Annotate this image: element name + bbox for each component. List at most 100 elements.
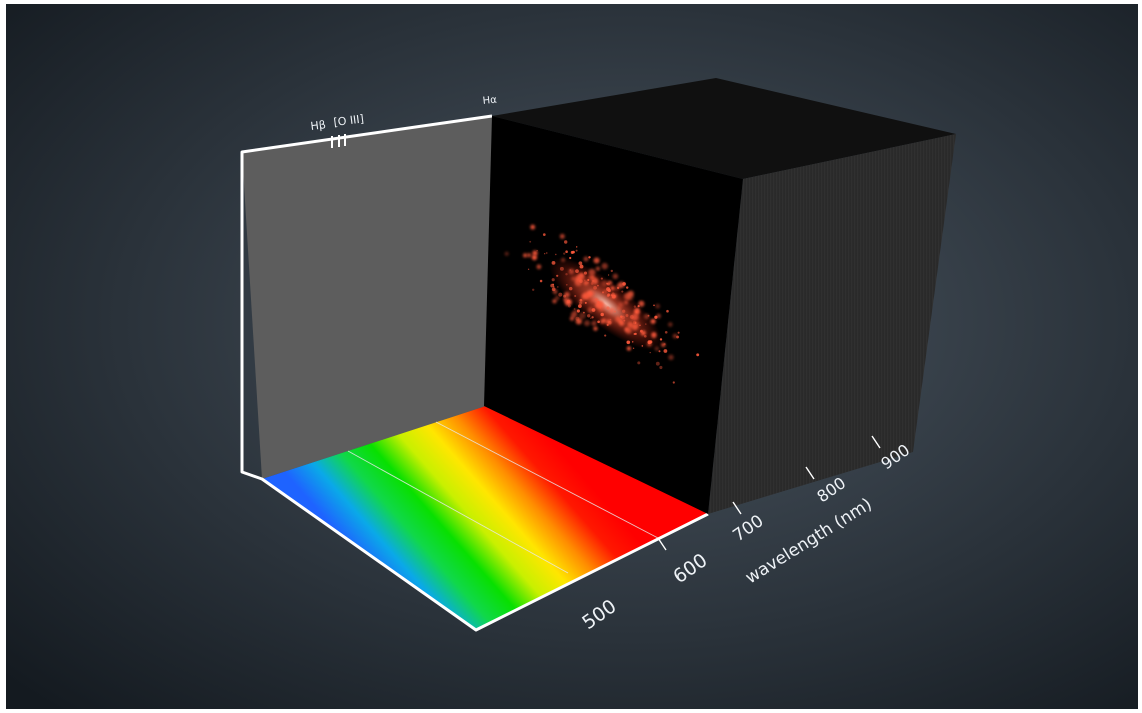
panel-frame [240, 114, 709, 632]
galaxy-knot [569, 256, 572, 260]
galaxy-knot [536, 250, 538, 252]
galaxy-knot [527, 268, 530, 270]
galaxy-knot [588, 268, 596, 276]
galaxy-knot [626, 346, 632, 351]
cube-side-face [708, 134, 956, 514]
galaxy-knot [589, 317, 592, 320]
galaxy-knot [587, 307, 594, 313]
galaxy-knot [530, 224, 536, 230]
galaxy-knot [649, 351, 651, 354]
galaxy-knot [590, 274, 595, 280]
galaxy-knot [606, 306, 610, 310]
galaxy-knot [626, 292, 634, 301]
galaxy-knot [576, 246, 578, 248]
galaxy-knot [593, 285, 597, 290]
galaxy-knot [619, 320, 625, 326]
galaxy-knot [536, 264, 542, 270]
galaxy-knot [569, 316, 575, 321]
galaxy-knot [634, 321, 640, 327]
galaxy-knot [565, 272, 568, 276]
galaxy-knot [588, 256, 591, 259]
galaxy-knot [643, 334, 647, 338]
galaxy-knot [559, 233, 565, 239]
galaxy-knot [573, 308, 578, 314]
galaxy-image [504, 224, 700, 384]
back-panel [242, 116, 492, 479]
galaxy-knot [558, 292, 563, 297]
galaxy-knot [656, 313, 661, 319]
galaxy-knot [624, 327, 629, 332]
galaxy-knot [661, 342, 666, 348]
galaxy-knot [590, 296, 597, 303]
galaxy-knot [563, 291, 570, 298]
galaxy-knot [612, 293, 617, 299]
galaxy-knot [654, 346, 660, 352]
galaxy-knot [532, 288, 535, 291]
galaxy-knot [504, 251, 509, 256]
galaxy-knot [627, 321, 634, 328]
galaxy-knot [597, 284, 599, 287]
galaxy-knot [615, 286, 620, 291]
galaxy-knot [539, 279, 543, 283]
galaxy-knot [578, 261, 583, 266]
galaxy-knot [629, 314, 634, 319]
floor-gridline-500 [347, 450, 569, 574]
hbeta-label: Hβ [310, 118, 327, 133]
axis-tick-600 [657, 537, 667, 551]
galaxy-knot [591, 279, 595, 283]
galaxy-knot [621, 290, 624, 293]
galaxy-knot [584, 301, 587, 304]
galaxy-knot [583, 271, 588, 275]
galaxy-knot [579, 301, 583, 305]
galaxy-knot [663, 343, 666, 346]
galaxy-knot [645, 323, 647, 325]
galaxy-knot [600, 277, 603, 280]
galaxy-knot [568, 286, 573, 291]
galaxy-knot [563, 297, 568, 302]
galaxy-knot [616, 306, 621, 311]
galaxy-knot [606, 287, 611, 292]
galaxy-knot [579, 264, 584, 269]
galaxy-knot [567, 304, 571, 308]
galaxy-knot [605, 319, 612, 325]
floor-gridline-600 [435, 421, 659, 539]
galaxy-knot [591, 308, 596, 312]
galaxy-knot [635, 308, 640, 313]
galaxy-knot [564, 240, 568, 244]
galaxy-knot [667, 322, 673, 327]
galaxy-knot [583, 311, 585, 314]
galaxy-knot [575, 249, 578, 252]
galaxy-knot [587, 291, 593, 296]
galaxy-knot [552, 298, 557, 304]
spectral-cube-diagram: Hβ [O III] Hα 500 600 700 800 900 wavele… [6, 4, 1138, 709]
galaxy-knot [551, 260, 556, 265]
galaxy-knot [555, 253, 557, 256]
galaxy-knot [677, 331, 680, 334]
galaxy-knot [610, 285, 615, 291]
galaxy-knot [557, 286, 559, 288]
cube-top-face [492, 78, 956, 179]
galaxy-knot [604, 334, 607, 337]
galaxy-knot [583, 280, 589, 286]
galaxy-knot [575, 318, 582, 325]
galaxy-knot [601, 291, 605, 294]
galaxy-knot [577, 273, 585, 281]
galaxy-knot [664, 330, 668, 334]
galaxy-knot [583, 256, 589, 262]
galaxy-knot [672, 333, 678, 339]
galaxy-knot [606, 323, 609, 326]
galaxy-knot [571, 276, 576, 281]
galaxy-knot [637, 361, 641, 365]
galaxy-knot [578, 312, 586, 320]
galaxy-knot [527, 253, 532, 258]
galaxy-knot [529, 240, 532, 243]
galaxy-knot [633, 305, 637, 308]
galaxy-knot [608, 274, 610, 276]
galaxy-knot [554, 295, 560, 301]
galaxy-knot [672, 381, 675, 384]
galaxy-knot [610, 269, 613, 273]
galaxy-knot [651, 332, 657, 338]
galaxy-knot [601, 262, 608, 270]
galaxy-knot [658, 350, 661, 353]
galaxy-knot [542, 233, 546, 236]
